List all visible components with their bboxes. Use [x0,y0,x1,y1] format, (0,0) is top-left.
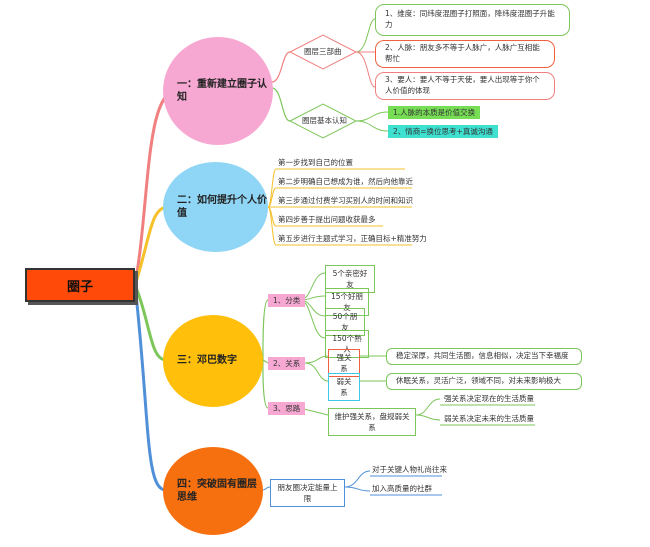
b3-relation-tag[interactable]: 2、关系 [268,357,306,370]
b3-idea-node[interactable]: 维护强关系，盘规弱关系 [328,408,416,436]
b1-basic-1[interactable]: 1.人脉的本质是价值交换 [388,106,481,119]
b4-item-1[interactable]: 对于关键人物礼尚往来 [372,465,447,474]
strong-relation-desc[interactable]: 稳定深厚，共同生活圈，信息相似，决定当下幸福度 [386,348,582,365]
root-node[interactable]: 圈子 [25,268,135,302]
weak-relation-desc[interactable]: 休眠关系，灵活广泛，领域不同，对未来影响极大 [386,373,582,390]
b2-step-1[interactable]: 第一步找到自己的位置 [278,158,353,167]
b3-classify-tag[interactable]: 1、分类 [268,294,306,307]
b3-class-item-3[interactable]: 50个朋友 [325,308,365,336]
b1-item-1[interactable]: 1、维度：同纬度混圈子打照面，降纬度混圈子升能力 [375,4,570,36]
b2-step-5[interactable]: 第五步进行主题式学习，正确目标+精准努力 [278,234,427,243]
b1-item-3[interactable]: 3、要人：要人不等于天使，要人出现等于你个人价值的体现 [375,72,555,100]
b1-sub2-label[interactable]: 圈层基本认知 [302,116,347,125]
b3-idea-sub-1[interactable]: 强关系决定现在的生活质量 [444,394,534,403]
branch-3-node[interactable]: 三：邓巴数字 [163,315,263,407]
branch-2-node[interactable]: 二：如何提升个人价值 [163,162,268,252]
strong-relation-node[interactable]: 强关系 [328,349,360,377]
b2-step-4[interactable]: 第四步善于提出问题收获最多 [278,215,376,224]
b3-idea-tag[interactable]: 3、思路 [268,402,306,415]
branch-4-node[interactable]: 四：突破固有圈层思维 [163,447,263,535]
b1-sub1-label[interactable]: 圈层三部曲 [304,47,342,56]
b4-node[interactable]: 朋友圈决定能量上限 [270,479,345,507]
b3-class-item-2[interactable]: 15个好朋友 [325,288,369,316]
b2-step-3[interactable]: 第三步通过付费学习买别人的时间和知识 [278,196,413,205]
b4-item-2[interactable]: 加入高质量的社群 [372,484,432,493]
b2-step-2[interactable]: 第二步明确自己想成为谁，然后向他靠近 [278,177,413,186]
b3-class-item-1[interactable]: 5个亲密好友 [325,265,375,293]
weak-relation-node[interactable]: 弱关系 [328,373,360,401]
b3-idea-sub-2[interactable]: 弱关系决定未来的生活质量 [444,414,534,423]
b1-basic-2[interactable]: 2、情商=换位思考+真诚沟通 [388,125,498,138]
branch-1-node[interactable]: 一：重新建立圈子认知 [163,37,273,145]
b1-item-2[interactable]: 2、人脉：朋友多不等于人脉广，人脉广互相能帮忙 [375,40,555,68]
